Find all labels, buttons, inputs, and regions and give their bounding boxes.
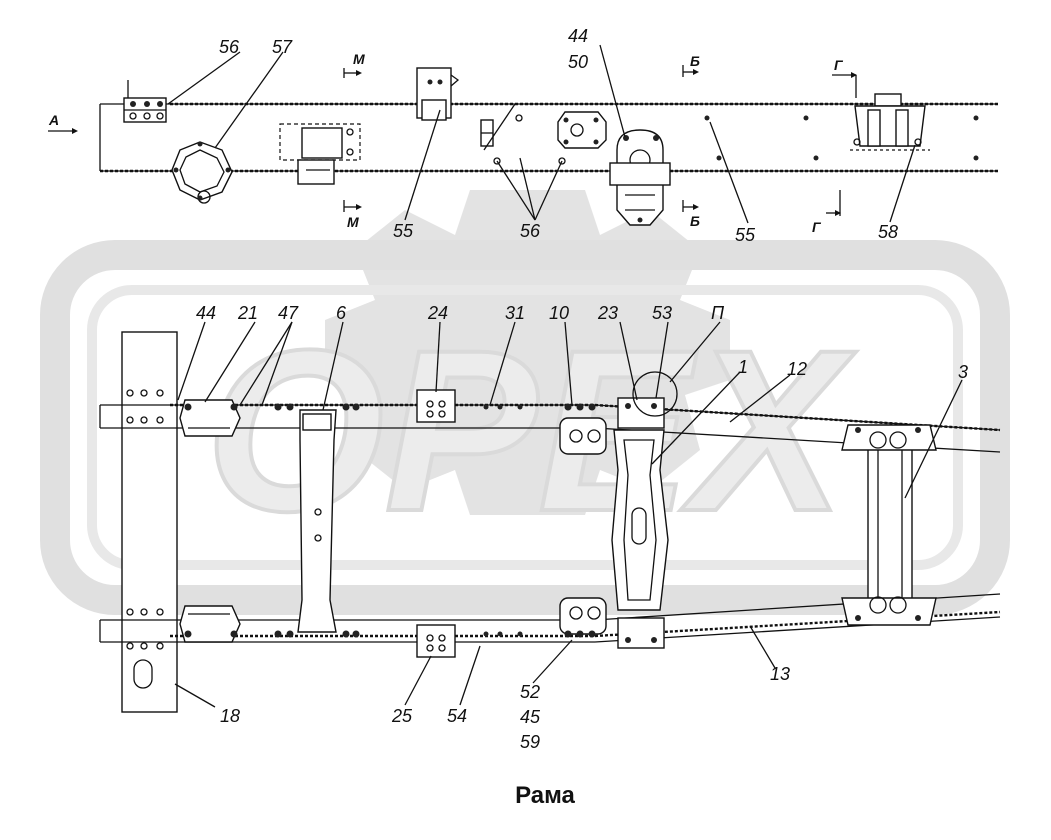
front-spring-bracket-upper bbox=[179, 399, 241, 437]
callout-23: 23 bbox=[597, 303, 618, 323]
callout-p: П bbox=[711, 303, 725, 323]
section-b-bottom-label: Б bbox=[690, 213, 700, 229]
side-view: 56 57 44 50 55 56 55 58 А М М Б Б Г Г bbox=[48, 26, 998, 245]
cab-mount-bracket bbox=[279, 123, 361, 185]
section-g-top-label: Г bbox=[834, 57, 844, 73]
engine-mount-bracket bbox=[416, 67, 460, 121]
watermark-logo: ОРЕХ bbox=[40, 190, 1010, 615]
callout-31: 31 bbox=[505, 303, 525, 323]
callout-54: 54 bbox=[447, 706, 467, 726]
hex-flange bbox=[171, 141, 233, 204]
spring-bracket bbox=[609, 129, 671, 226]
callout-56-top-left: 56 bbox=[219, 37, 240, 57]
drawing-caption: Рама bbox=[515, 782, 575, 809]
battery-bracket-lower bbox=[416, 624, 456, 658]
callout-6: 6 bbox=[336, 303, 347, 323]
callout-10: 10 bbox=[549, 303, 569, 323]
callout-56-middle: 56 bbox=[520, 221, 541, 241]
section-mark-m bbox=[343, 68, 362, 212]
callout-57: 57 bbox=[272, 37, 293, 57]
callout-52: 52 bbox=[520, 682, 540, 702]
front-bumper-beam bbox=[121, 331, 178, 713]
section-mark-g bbox=[826, 72, 857, 216]
section-g-bottom-label: Г bbox=[812, 219, 822, 235]
callout-1: 1 bbox=[738, 357, 748, 377]
spring-hanger-lower bbox=[559, 597, 665, 649]
callout-12: 12 bbox=[787, 359, 807, 379]
callout-55-left: 55 bbox=[393, 221, 414, 241]
callout-59: 59 bbox=[520, 732, 540, 752]
section-b-top-label: Б bbox=[690, 53, 700, 69]
callout-50: 50 bbox=[568, 52, 588, 72]
callout-55-right: 55 bbox=[735, 225, 756, 245]
callout-21: 21 bbox=[237, 303, 258, 323]
cable-clip bbox=[480, 103, 566, 165]
callout-47: 47 bbox=[278, 303, 299, 323]
front-tow-bracket bbox=[123, 80, 167, 123]
section-mark-b bbox=[682, 65, 699, 212]
spring-hanger-upper bbox=[559, 371, 678, 455]
callout-58: 58 bbox=[878, 222, 898, 242]
plan-view: 44 21 47 6 24 31 10 23 53 П 1 12 3 18 25… bbox=[99, 303, 1001, 752]
callout-24: 24 bbox=[427, 303, 448, 323]
crossmember-3 bbox=[841, 424, 937, 626]
callout-3: 3 bbox=[958, 362, 968, 382]
rear-bracket bbox=[850, 93, 930, 151]
callout-13: 13 bbox=[770, 664, 790, 684]
section-a-label: А bbox=[48, 112, 59, 128]
crossmember-6 bbox=[297, 409, 337, 633]
callout-45: 45 bbox=[520, 707, 541, 727]
callout-44-plan: 44 bbox=[196, 303, 216, 323]
callout-53: 53 bbox=[652, 303, 672, 323]
section-m-bottom-label: М bbox=[347, 214, 359, 230]
section-m-top-label: М bbox=[353, 51, 365, 67]
callout-44-top: 44 bbox=[568, 26, 588, 46]
callout-25: 25 bbox=[391, 706, 413, 726]
callout-18: 18 bbox=[220, 706, 240, 726]
crossmember-1 bbox=[611, 429, 669, 611]
front-spring-bracket-lower bbox=[179, 605, 241, 643]
mounting-plate bbox=[557, 111, 607, 149]
battery-bracket-upper bbox=[416, 389, 456, 423]
